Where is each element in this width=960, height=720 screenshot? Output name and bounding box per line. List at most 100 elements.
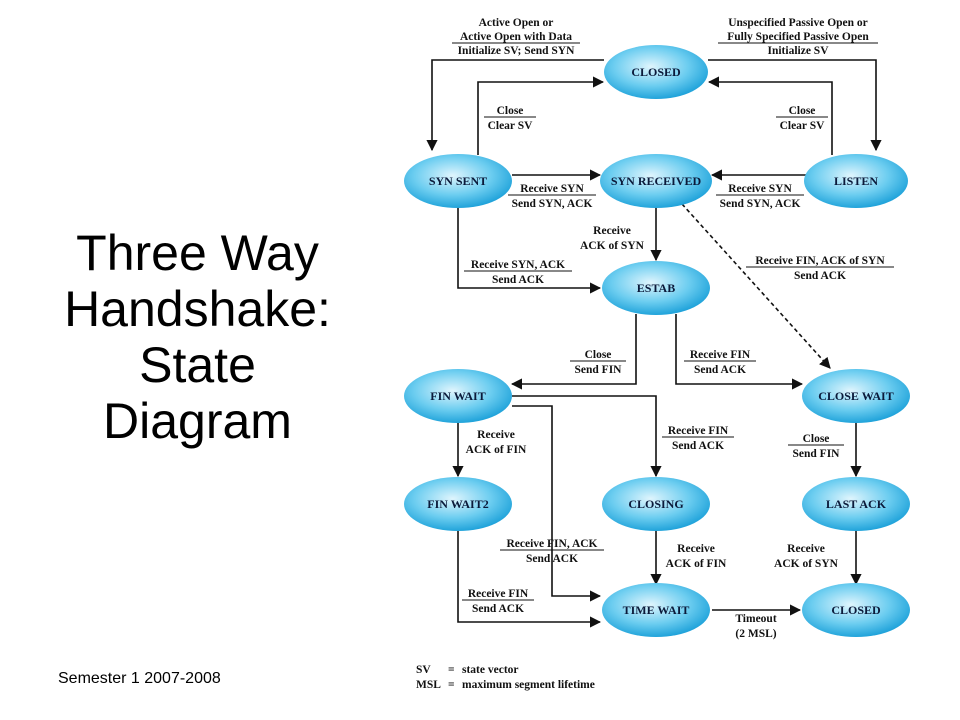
svg-text:Send ACK: Send ACK [526,553,578,565]
label-recv-syn-left: Receive SYN Send SYN, ACK [508,183,596,210]
state-closing: CLOSING [602,477,710,531]
edge-finwait-closing [512,395,662,478]
legend-msl-key: MSL [416,679,441,691]
state-fin-wait2: FIN WAIT2 [404,477,512,531]
svg-text:Receive FIN, ACK: Receive FIN, ACK [506,538,597,550]
svg-text:ACK of FIN: ACK of FIN [666,558,727,570]
svg-text:ACK of FIN: ACK of FIN [466,444,527,456]
edge-synrcvd-closewait [681,203,831,369]
svg-text:Receive SYN: Receive SYN [520,183,584,195]
state-closed-top: CLOSED [604,45,708,99]
svg-text:ACK of SYN: ACK of SYN [774,558,839,570]
svg-text:Send SYN, ACK: Send SYN, ACK [720,198,801,210]
svg-text:Clear SV: Clear SV [780,120,826,132]
svg-text:Active Open with Data: Active Open with Data [460,31,572,43]
legend-sv-value: state vector [462,664,519,676]
legend-msl-value: maximum segment lifetime [462,679,595,691]
edge-synsent-close [477,76,605,155]
svg-text:Send ACK: Send ACK [694,364,746,376]
legend-sv-key: SV [416,664,431,676]
slide-title: Three Way Handshake: State Diagram [20,225,375,449]
state-estab: ESTAB [602,261,710,315]
state-label: LAST ACK [826,497,887,511]
state-syn-sent: SYN SENT [404,154,512,208]
label-recv-ack-of-fin-left: Receive ACK of FIN [466,429,527,456]
state-closed-bottom: CLOSED [802,583,910,637]
svg-text:Close: Close [497,105,524,117]
state-syn-received: SYN RECEIVED [600,154,712,208]
edge-finwait-timewait [512,405,602,602]
state-label: SYN RECEIVED [611,174,702,188]
svg-text:Send ACK: Send ACK [794,270,846,282]
state-label: FIN WAIT2 [427,497,488,511]
state-listen: LISTEN [804,154,908,208]
svg-text:Active Open or: Active Open or [479,17,554,29]
svg-text:Initialize SV; Send SYN: Initialize SV; Send SYN [458,45,576,57]
edge-active-open [426,59,604,152]
edge-estab-finwait [510,314,637,390]
state-label: CLOSING [628,497,683,511]
state-label: CLOSE WAIT [818,389,893,403]
legend: SV = state vector MSL = maximum segment … [416,664,595,691]
svg-text:Timeout: Timeout [735,613,776,625]
label-recv-syn-ack: Receive SYN, ACK Send ACK [464,259,572,286]
svg-text:Receive SYN, ACK: Receive SYN, ACK [471,259,565,271]
label-close-right: Close Clear SV [776,105,828,132]
label-timeout: Timeout (2 MSL) [735,613,776,640]
svg-text:Receive FIN: Receive FIN [690,349,751,361]
label-close-send-fin-right: Close Send FIN [788,433,844,460]
label-close-send-fin-left: Close Send FIN [570,349,626,376]
state-last-ack: LAST ACK [802,477,910,531]
state-time-wait: TIME WAIT [602,583,710,637]
transition-labels: Active Open or Active Open with Data Ini… [452,17,894,640]
state-label: SYN SENT [429,174,487,188]
svg-text:Receive FIN, ACK of SYN: Receive FIN, ACK of SYN [755,255,885,267]
svg-text:Send ACK: Send ACK [672,440,724,452]
svg-text:Close: Close [789,105,816,117]
svg-text:(2 MSL): (2 MSL) [735,628,776,640]
svg-text:Send FIN: Send FIN [575,364,623,376]
state-label: FIN WAIT [430,389,485,403]
label-active-open: Active Open or Active Open with Data Ini… [452,17,580,57]
state-label: CLOSED [631,65,681,79]
svg-text:Send SYN, ACK: Send SYN, ACK [512,198,593,210]
label-recv-ack-of-syn-lastack: Receive ACK of SYN [774,543,839,570]
label-recv-syn-right: Receive SYN Send SYN, ACK [716,183,804,210]
slide-footer: Semester 1 2007-2008 [58,670,221,687]
edge-passive-open [708,59,882,152]
edge-synsent-estab [457,206,602,294]
svg-text:Unspecified Passive Open or: Unspecified Passive Open or [728,17,868,29]
state-label: ESTAB [637,281,675,295]
svg-text:Receive: Receive [787,543,825,555]
svg-text:ACK of SYN: ACK of SYN [580,240,645,252]
states: CLOSED SYN SENT SYN RECEIVED LISTEN ESTA… [404,45,910,637]
legend-sv-eq: = [448,664,455,676]
state-label: TIME WAIT [623,603,690,617]
label-recv-fin-ack-of-syn: Receive FIN, ACK of SYN Send ACK [746,255,894,282]
label-close-left: Close Clear SV [484,105,536,132]
title-line-1: Three Way [76,225,319,281]
svg-text:Receive FIN: Receive FIN [668,425,729,437]
svg-text:Receive: Receive [477,429,515,441]
state-close-wait: CLOSE WAIT [802,369,910,423]
label-recv-fin-ack: Receive FIN, ACK Send ACK [500,538,604,565]
transitions [426,59,882,628]
state-fin-wait: FIN WAIT [404,369,512,423]
legend-msl-eq: = [448,679,455,691]
title-line-2: Handshake: [64,281,331,337]
edge-finwait2-timewait [457,530,602,628]
label-passive-open: Unspecified Passive Open or Fully Specif… [718,17,878,57]
state-label: CLOSED [831,603,881,617]
label-recv-fin-estab: Receive FIN Send ACK [684,349,756,376]
svg-text:Send ACK: Send ACK [492,274,544,286]
title-line-4: Diagram [103,393,292,449]
label-recv-fin-finwait2: Receive FIN Send ACK [462,588,534,615]
svg-text:Send FIN: Send FIN [793,448,841,460]
svg-text:Send ACK: Send ACK [472,603,524,615]
edge-listen-close [707,76,833,155]
label-recv-ack-of-syn: Receive ACK of SYN [580,225,645,252]
svg-text:Clear SV: Clear SV [488,120,534,132]
svg-text:Close: Close [803,433,830,445]
svg-text:Receive: Receive [593,225,631,237]
